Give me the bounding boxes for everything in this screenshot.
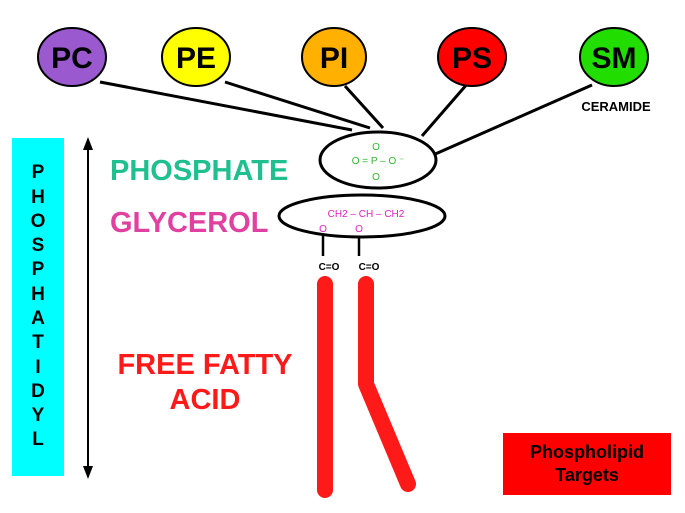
phosphatidyl-letter: O xyxy=(30,210,46,232)
phosphatidyl-letter: H xyxy=(31,283,45,305)
glycerol-o-right: O xyxy=(355,224,363,235)
connector-pc xyxy=(99,80,353,132)
connector-pe xyxy=(224,80,371,130)
glycerol-formula: CH2 – CH – CH2 xyxy=(328,209,405,220)
targets-line2: Targets xyxy=(555,465,619,485)
phosphatidyl-letter: L xyxy=(32,429,44,451)
head-group-ps: PS xyxy=(437,27,507,87)
head-group-sm: SM xyxy=(579,27,649,87)
fatty-acid-label: FREE FATTY ACID xyxy=(110,348,300,418)
connector-pi xyxy=(343,84,385,130)
glycerol-ellipse xyxy=(277,193,447,239)
vertical-arrow-top-head xyxy=(83,137,93,150)
phosphate-formula-mid: O = P – O ⁻ xyxy=(352,156,405,167)
glycerol-label: GLYCEROL xyxy=(110,207,269,239)
glycerol-o-left: O xyxy=(319,224,327,235)
head-group-pe: PE xyxy=(161,27,231,87)
connector-sm xyxy=(432,83,593,157)
phosphatidyl-letter: A xyxy=(31,308,45,329)
head-group-pe-label: PE xyxy=(176,42,216,75)
phosphate-label: PHOSPHATE xyxy=(110,155,289,187)
phosphate-ellipse xyxy=(318,130,438,190)
phospholipid-targets-box: Phospholipid Targets xyxy=(503,433,671,495)
vertical-arrow-bottom-head xyxy=(83,466,93,479)
phosphatidyl-letter: Y xyxy=(31,405,45,427)
phosphate-formula-bottom: O xyxy=(372,172,380,183)
head-group-sm-label: SM xyxy=(592,42,637,75)
phosphatidyl-letter: D xyxy=(31,380,45,402)
head-group-pi-label: PI xyxy=(320,42,348,75)
phosphatidyl-letter: S xyxy=(31,235,45,257)
phosphatidyl-letter: P xyxy=(31,162,45,184)
head-group-pi: PI xyxy=(301,27,367,87)
fatty-acid-label-line2: ACID xyxy=(169,384,241,416)
carbonyl-right: C=O xyxy=(359,262,380,273)
phosphate-formula-top: O xyxy=(372,142,380,153)
carbonyl-left: C=O xyxy=(319,262,340,273)
phosphatidyl-letter: I xyxy=(35,356,41,378)
ceramide-label: CERAMIDE xyxy=(581,99,651,114)
fatty-acid-tail-unsaturated xyxy=(358,276,416,492)
head-group-ps-label: PS xyxy=(452,42,492,75)
targets-line1: Phospholipid xyxy=(530,442,644,462)
fatty-acid-label-line1: FREE FATTY xyxy=(117,349,293,381)
phosphatidyl-letter: T xyxy=(32,332,44,354)
phosphatidyl-letter: P xyxy=(31,259,45,281)
phosphatidyl-letter: H xyxy=(31,186,45,208)
head-group-pc: PC xyxy=(37,27,107,87)
head-group-pc-label: PC xyxy=(51,42,93,75)
connector-ps xyxy=(420,82,470,137)
